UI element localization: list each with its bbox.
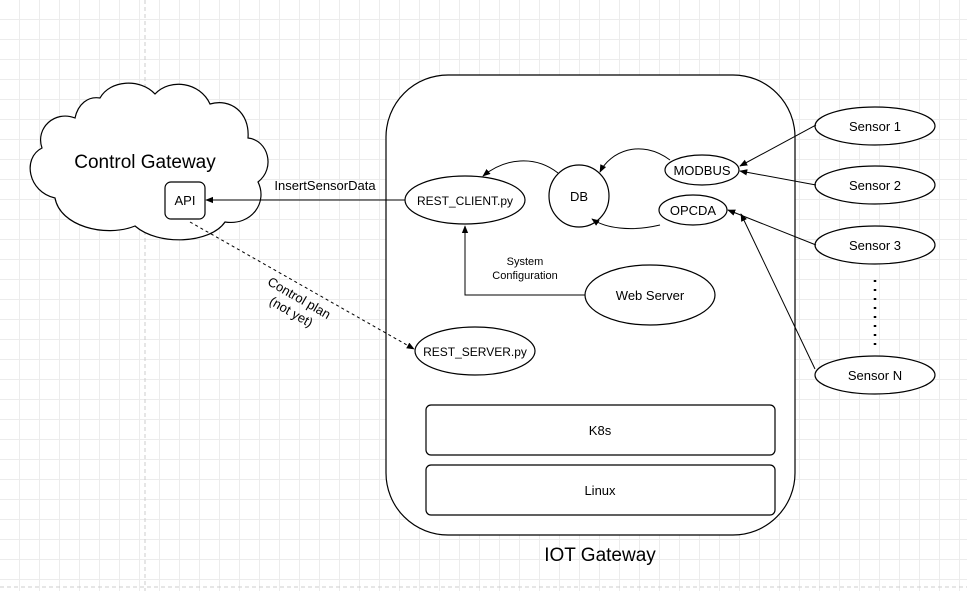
- web-server-label: Web Server: [616, 288, 685, 303]
- system-config-label-line2: Configuration: [492, 270, 557, 282]
- sensor-2-label: Sensor 2: [849, 178, 901, 193]
- linux-label: Linux: [584, 483, 616, 498]
- opcda-node[interactable]: [658, 194, 728, 226]
- sensor-3-label: Sensor 3: [849, 238, 901, 253]
- edge-control-plan[interactable]: [189, 221, 415, 350]
- edge-sensor-1-to-modbus[interactable]: [739, 124, 817, 167]
- api-box[interactable]: [164, 181, 206, 220]
- edge-system-configuration[interactable]: [461, 225, 585, 296]
- rest-server-label: REST_SERVER.py: [423, 345, 527, 359]
- k8s-layer[interactable]: [425, 404, 776, 456]
- db-node[interactable]: [548, 164, 610, 228]
- edge-opcda-to-db[interactable]: [591, 218, 661, 230]
- linux-layer[interactable]: [425, 464, 776, 516]
- control-plan-label: Control plan (not yet): [265, 274, 333, 330]
- system-config-label-line1: System: [507, 256, 544, 268]
- rest-client-label: REST_CLIENT.py: [417, 194, 513, 208]
- sensor-1-label: Sensor 1: [849, 119, 901, 134]
- db-label: DB: [570, 189, 588, 204]
- opcda-label: OPCDA: [670, 203, 717, 218]
- api-label: API: [175, 193, 196, 208]
- modbus-node[interactable]: [664, 154, 740, 186]
- sensor-n-label: Sensor N: [848, 368, 902, 383]
- sensor-n-node[interactable]: [814, 355, 936, 395]
- rest-server-node[interactable]: [414, 326, 536, 376]
- k8s-label: K8s: [589, 423, 612, 438]
- edge-sensor-n-to-opcda[interactable]: [740, 213, 816, 370]
- insert-sensor-data-label: InsertSensorData: [274, 178, 376, 193]
- modbus-label: MODBUS: [673, 163, 730, 178]
- edge-sensor-2-to-modbus[interactable]: [739, 169, 817, 186]
- edge-modbus-to-db[interactable]: [599, 148, 671, 173]
- control-gateway-title: Control Gateway: [74, 152, 216, 173]
- edge-db-to-rest-client[interactable]: [482, 160, 559, 177]
- iot-gateway-title: IOT Gateway: [544, 545, 656, 566]
